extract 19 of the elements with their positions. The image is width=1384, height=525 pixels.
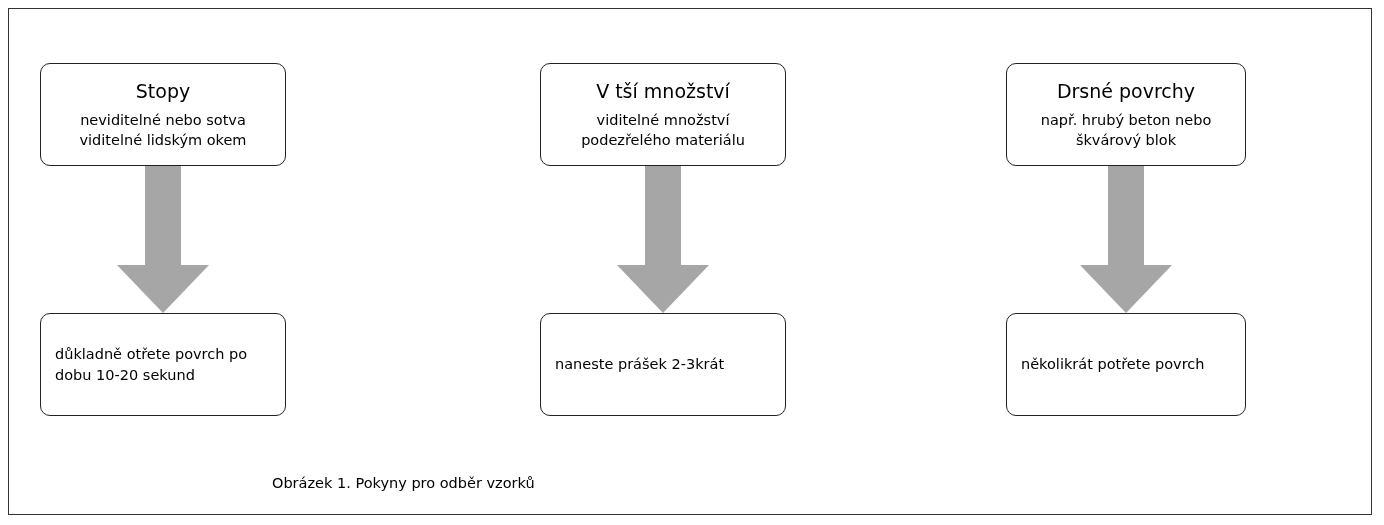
box-heading: Drsné povrchy [1055, 80, 1197, 102]
figure-caption: Obrázek 1. Pokyny pro odběr vzorků [272, 475, 535, 491]
box-text: viditelné množství podezřelého materiálu [580, 111, 746, 151]
box-text: důkladně otřete povrch po dobu 10-20 sekund [55, 345, 249, 385]
box-text: neviditelné nebo sotva viditelné lidským okem [78, 111, 248, 151]
process-box [1006, 63, 1246, 166]
block-arrow [617, 166, 709, 313]
box-text: naneste prášek 2-3krát [555, 355, 725, 375]
process-box [40, 63, 286, 166]
box-heading: V tší množství [595, 80, 731, 102]
process-box [40, 313, 286, 416]
box-text: např. hrubý beton nebo škvárový blok [1039, 111, 1213, 151]
process-box [540, 313, 786, 416]
box-heading: Stopy [134, 80, 192, 102]
process-box [540, 63, 786, 166]
process-box [1006, 313, 1246, 416]
box-text: několikrát potřete povrch [1021, 355, 1205, 375]
block-arrow [117, 166, 209, 313]
block-arrow [1080, 166, 1172, 313]
